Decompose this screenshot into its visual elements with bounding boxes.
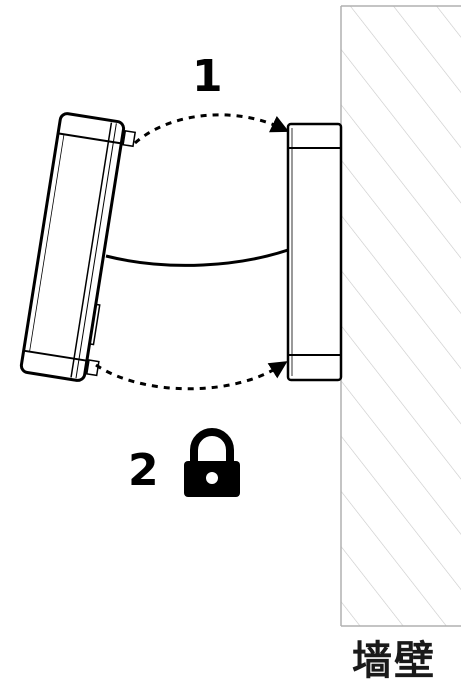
lock-icon — [184, 428, 240, 497]
step-1-label: 1 — [192, 51, 223, 102]
step-2-label: 2 — [128, 445, 159, 496]
wall-bracket — [286, 122, 343, 382]
wall-label: 墙壁 — [352, 638, 436, 684]
wall — [340, 5, 461, 627]
device — [19, 112, 137, 382]
cable — [105, 248, 289, 267]
arrow-step-2 — [95, 361, 288, 391]
arrow-step-1 — [134, 113, 290, 145]
